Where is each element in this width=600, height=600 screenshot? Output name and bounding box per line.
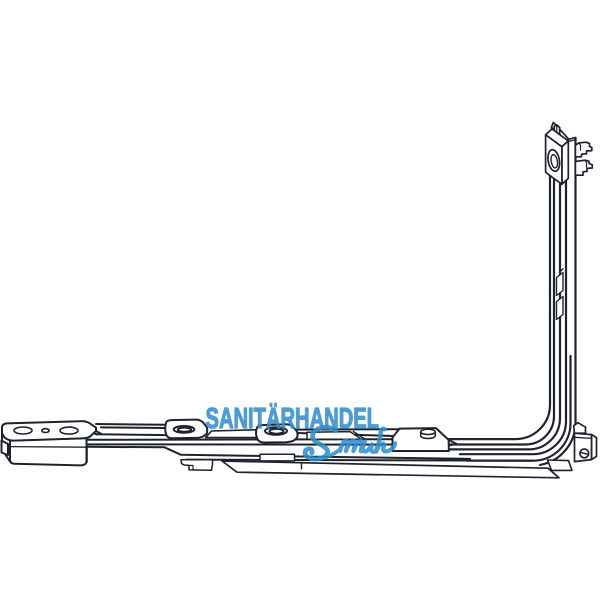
svg-text:SANITÄRHANDEL: SANITÄRHANDEL [206,402,380,434]
